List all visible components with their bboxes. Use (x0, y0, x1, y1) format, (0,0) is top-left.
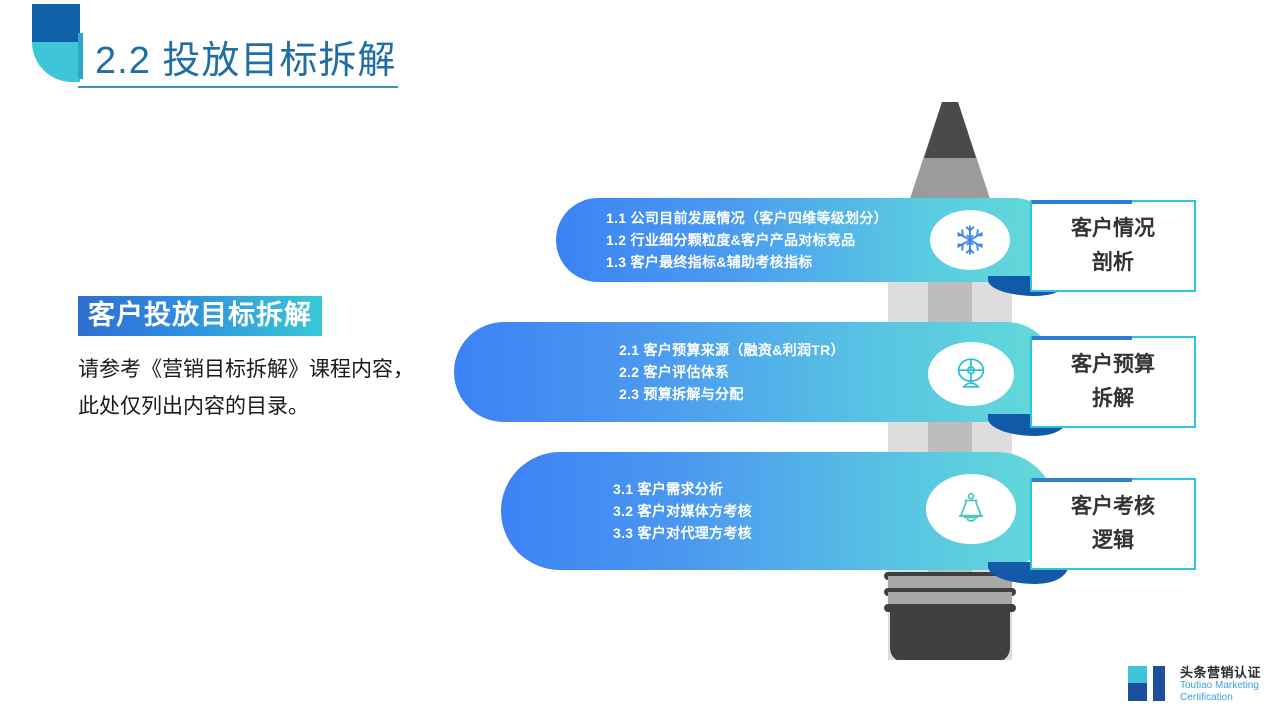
banner-item-list: 1.1 公司目前发展情况（客户四维等级划分） 1.2 行业细分颗粒度&客户产品对… (556, 207, 1056, 273)
logo-text-block: 头条营销认证 Toutiao Marketing Certification (1180, 665, 1261, 704)
logo-name-en-line1: Toutiao Marketing (1180, 679, 1259, 691)
label-card-line2: 剖析 (1092, 251, 1134, 274)
card-top-accent (1032, 336, 1132, 340)
brand-logo: 头条营销认证 Toutiao Marketing Certification (1128, 664, 1261, 704)
page-title: 2.2 投放目标拆解 (95, 39, 397, 82)
fan-icon-container (928, 342, 1014, 406)
snowflake-icon (957, 225, 983, 255)
bell-icon (958, 492, 984, 522)
label-card-1[interactable]: 客户情况 剖析 (1030, 200, 1196, 292)
card-top-accent (1032, 478, 1132, 482)
fan-icon (957, 358, 985, 388)
banner-item: 3.1 客户需求分析 (613, 481, 724, 497)
banner-item: 1.3 客户最终指标&辅助考核指标 (606, 254, 813, 270)
card-top-accent (1032, 200, 1132, 204)
logo-mark-icon (1128, 666, 1165, 701)
section-heading-badge: 客户投放目标拆解 (78, 296, 322, 336)
label-card-line2: 逻辑 (1092, 529, 1134, 552)
logo-name-en-line2: Certification (1180, 691, 1233, 703)
title-underline (78, 86, 398, 88)
logo-name-cn: 头条营销认证 (1180, 664, 1262, 680)
banner-item: 2.2 客户评估体系 (619, 364, 730, 380)
header-decoration (32, 4, 80, 82)
title-accent-bar (78, 33, 83, 79)
banner-item: 1.2 行业细分颗粒度&客户产品对标竞品 (606, 232, 856, 248)
snowflake-icon-container (930, 210, 1010, 270)
header-deco-square (32, 4, 80, 42)
page-title-container: 2.2 投放目标拆解 (78, 28, 396, 84)
header-deco-quarter-circle (32, 42, 80, 82)
left-text-block: 客户投放目标拆解 请参考《营销目标拆解》课程内容，此处仅列出内容的目录。 (78, 296, 428, 426)
banner-item-list: 3.1 客户需求分析 3.2 客户对媒体方考核 3.3 客户对代理方考核 (501, 478, 1056, 544)
bell-icon-container (926, 474, 1016, 544)
label-card-line1: 客户情况 (1071, 217, 1155, 240)
label-card-3[interactable]: 客户考核 逻辑 (1030, 478, 1196, 570)
label-card-line1: 客户预算 (1071, 353, 1155, 376)
label-card-line2: 拆解 (1092, 387, 1134, 410)
label-card-line1: 客户考核 (1071, 495, 1155, 518)
banner-item: 1.1 公司目前发展情况（客户四维等级划分） (606, 210, 888, 226)
banner-item-list: 2.1 客户预算来源（融资&利润TR） 2.2 客户评估体系 2.3 预算拆解与… (454, 339, 1056, 405)
section-body-text: 请参考《营销目标拆解》课程内容，此处仅列出内容的目录。 (78, 358, 414, 418)
banner-item: 3.2 客户对媒体方考核 (613, 503, 752, 519)
banner-item: 2.1 客户预算来源（融资&利润TR） (619, 342, 845, 358)
banner-item: 2.3 预算拆解与分配 (619, 386, 744, 402)
banner-item: 3.3 客户对代理方考核 (613, 525, 752, 541)
label-card-2[interactable]: 客户预算 拆解 (1030, 336, 1196, 428)
